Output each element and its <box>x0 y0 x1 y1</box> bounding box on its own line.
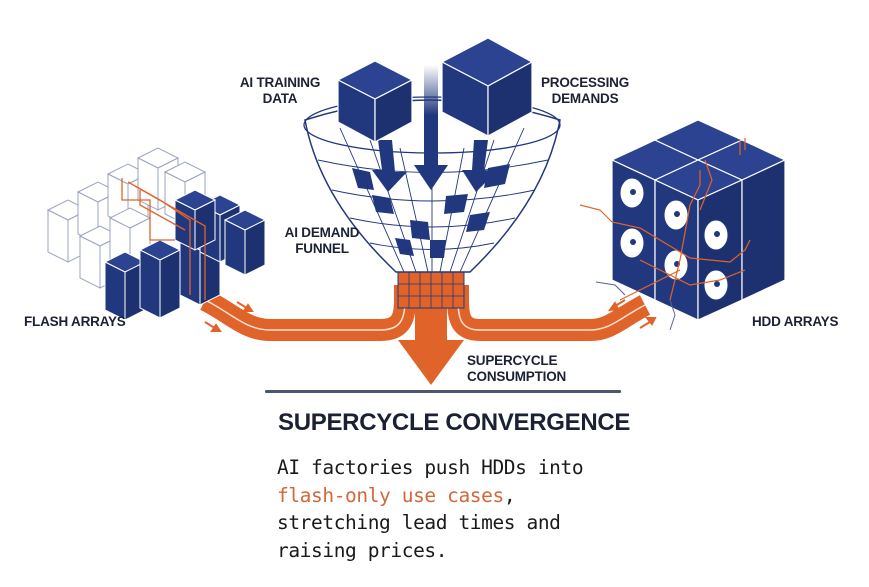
label-line: FUNNEL <box>295 241 349 256</box>
label-supercycle-consumption: SUPERCYCLE CONSUMPTION <box>467 353 566 385</box>
hdd-array-icon <box>579 119 787 331</box>
caption-body-text: AI factories push HDDs into <box>277 456 584 479</box>
down-arrow-icon <box>414 165 448 190</box>
label-line: SUPERCYCLE <box>467 353 558 368</box>
label-ai-training-data: AI TRAINING DATA <box>228 75 332 107</box>
down-arrow-icon <box>372 140 407 192</box>
caption-body-text: , stretching lead times and raising pric… <box>277 483 561 562</box>
label-line: DATA <box>262 91 298 106</box>
label-ai-demand-funnel: AI DEMAND FUNNEL <box>272 225 372 257</box>
label-flash-arrays: FLASH ARRAYS <box>24 314 126 329</box>
input-arrows <box>372 65 496 192</box>
label-processing-demands: PROCESSING DEMANDS <box>531 75 639 107</box>
label-line: CONSUMPTION <box>467 369 567 384</box>
label-line: DEMANDS <box>551 91 619 106</box>
caption-highlight: flash-only use cases <box>277 483 504 507</box>
label-hdd-arrays: HDD ARRAYS <box>752 314 839 329</box>
caption-body: AI factories push HDDs into flash-only u… <box>277 454 637 564</box>
data-cube-icon <box>336 60 414 144</box>
caption-title: SUPERCYCLE CONVERGENCE <box>278 409 631 436</box>
label-line: AI TRAINING <box>239 75 321 90</box>
data-cube-icon <box>440 37 534 138</box>
label-line: PROCESSING <box>540 75 630 90</box>
down-arrow-icon <box>462 140 496 192</box>
down-arrow-icon <box>398 340 464 385</box>
flash-server-rack-icon <box>46 147 267 321</box>
label-line: AI DEMAND <box>284 225 360 240</box>
divider-line <box>265 390 621 393</box>
